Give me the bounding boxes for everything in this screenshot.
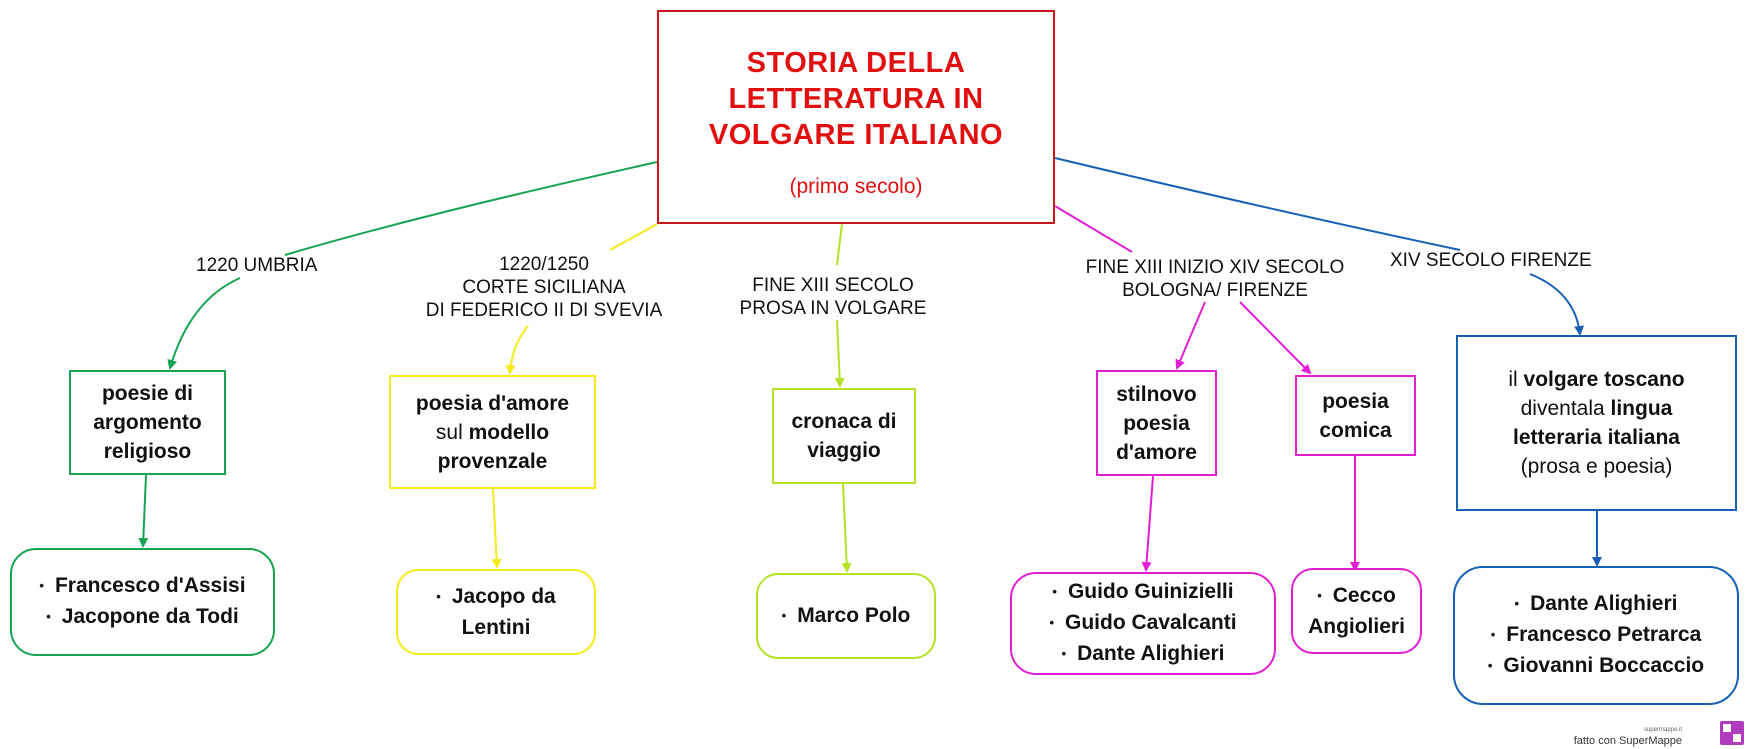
- node-cronaca: cronaca di viaggio: [772, 388, 916, 484]
- root-title-line: LETTERATURA IN: [728, 83, 984, 115]
- node-text-part: volgare toscano: [1523, 368, 1685, 391]
- node-text-line: letteraria italiana: [1513, 426, 1680, 449]
- root-title-line: VOLGARE ITALIANO: [708, 119, 1004, 151]
- link-label-text: BOLOGNA/ FIRENZE: [1122, 280, 1308, 301]
- link-cronaca-people: [841, 483, 852, 573]
- person-item: Lentini: [461, 616, 531, 639]
- person-item: Giovanni Boccaccio: [1488, 651, 1704, 682]
- link-root-firenze: [1054, 157, 1461, 251]
- node-stilnovo: stilnovo poesia d'amore: [1096, 370, 1217, 476]
- link-religiosa-people: [138, 474, 149, 548]
- root-node: STORIA DELLA LETTERATURA IN VOLGARE ITAL…: [657, 10, 1055, 224]
- link-firenze-toscano: [1529, 273, 1585, 336]
- node-text-line: argomento: [93, 411, 202, 434]
- link-prosa-cronaca: [834, 319, 845, 388]
- link-label-text: 1220/1250: [499, 254, 589, 275]
- footer-credit: supermappe.it fatto con SuperMappe: [1574, 725, 1682, 747]
- people-religiosa: Francesco d'Assisi Jacopone da Todi: [10, 548, 275, 656]
- link-umbria-religiosa: [167, 277, 241, 370]
- people-stilnovo: Guido Guinizielli Guido Cavalcanti Dante…: [1010, 572, 1276, 675]
- link-stilnovo-people: [1141, 475, 1154, 572]
- person-item: Dante Alighieri: [1049, 639, 1236, 670]
- people-comica: Cecco Angiolieri: [1291, 568, 1422, 654]
- node-text-line: poesie di: [101, 382, 193, 405]
- person-item: Cecco: [1308, 581, 1405, 612]
- node-text-line: d'amore: [1116, 440, 1197, 464]
- node-religiosa: poesie di argomento religioso: [69, 370, 226, 475]
- link-stilnovo-comica: [1239, 301, 1312, 375]
- person-item: Dante Alighieri: [1488, 589, 1704, 620]
- node-text-line: sul modello: [416, 418, 569, 447]
- node-text-part: sul: [435, 420, 469, 444]
- node-text-line: diventala lingua: [1508, 394, 1684, 423]
- people-amore: Jacopo da Lentini: [396, 569, 596, 655]
- link-label-text: FINE XIII SECOLO: [752, 275, 914, 296]
- link-root-umbria: [284, 161, 658, 256]
- node-text-line: comica: [1319, 418, 1392, 442]
- node-text-part: lingua: [1610, 397, 1673, 420]
- link-label-prosa: FINE XIII SECOLO PROSA IN VOLGARE: [730, 274, 936, 320]
- root-title-line: STORIA DELLA: [746, 47, 966, 79]
- link-label-text: PROSA IN VOLGARE: [739, 298, 927, 319]
- node-text-part: diventala: [1520, 397, 1611, 420]
- node-text-part: il: [1508, 368, 1524, 391]
- link-label-firenze: XIV SECOLO FIRENZE: [1390, 249, 1592, 272]
- person-item: Francesco Petrarca: [1488, 620, 1704, 651]
- link-sicilia-amore: [505, 325, 529, 375]
- person-item: Angiolieri: [1308, 615, 1405, 638]
- node-text-line: cronaca di: [791, 410, 897, 433]
- link-label-umbria: 1220 UMBRIA: [196, 254, 317, 277]
- node-toscano: il volgare toscano diventala lingua lett…: [1456, 335, 1737, 511]
- node-text-line: religioso: [103, 440, 192, 463]
- link-label-text: CORTE SICILIANA: [462, 277, 626, 298]
- link-amore-people: [491, 488, 502, 569]
- node-text-line: poesia: [1322, 389, 1389, 413]
- link-label-sicilia: 1220/1250 CORTE SICILIANA DI FEDERICO II…: [413, 253, 675, 322]
- link-root-stilnovo: [1054, 205, 1133, 253]
- link-label-text: 1220 UMBRIA: [196, 255, 318, 276]
- node-text-line: stilnovo: [1116, 382, 1197, 406]
- node-text-line: (prosa e poesia): [1520, 455, 1673, 478]
- person-item: Jacopo da: [436, 582, 556, 613]
- person-item: Marco Polo: [782, 601, 910, 632]
- node-text-line: provenzale: [437, 449, 548, 473]
- node-text-line: viaggio: [807, 439, 881, 462]
- people-toscano: Dante Alighieri Francesco Petrarca Giova…: [1453, 566, 1739, 705]
- supermappe-logo-icon: [1720, 721, 1744, 745]
- person-item: Guido Cavalcanti: [1049, 608, 1237, 639]
- node-text-line: poesia d'amore: [415, 391, 570, 415]
- person-item: Jacopone da Todi: [39, 602, 245, 633]
- person-item: Francesco d'Assisi: [39, 571, 246, 602]
- node-comica: poesia comica: [1295, 375, 1416, 456]
- person-item: Guido Guinizielli: [1049, 577, 1236, 608]
- link-label-text: XIV SECOLO FIRENZE: [1390, 250, 1592, 271]
- footer-site: supermappe.it: [1643, 727, 1682, 733]
- node-text-line: poesia: [1123, 411, 1190, 435]
- link-label-text: DI FEDERICO II DI SVEVIA: [425, 300, 663, 321]
- people-cronaca: Marco Polo: [756, 573, 936, 659]
- root-subtitle: (primo secolo): [789, 175, 923, 198]
- link-stilnovo-node: [1175, 301, 1206, 370]
- link-label-text: FINE XIII INIZIO XIV SECOLO: [1085, 257, 1345, 278]
- root-title: STORIA DELLA LETTERATURA IN VOLGARE ITAL…: [709, 45, 1003, 153]
- footer-text: fatto con SuperMappe: [1573, 735, 1682, 747]
- node-text-line: il volgare toscano: [1508, 365, 1684, 394]
- link-label-stilnovo: FINE XIII INIZIO XIV SECOLO BOLOGNA/ FIR…: [1068, 256, 1362, 302]
- node-amore: poesia d'amore sul modello provenzale: [389, 375, 596, 489]
- node-text-part: modello: [468, 420, 550, 444]
- link-root-prosa: [836, 223, 843, 266]
- link-root-sicilia: [609, 223, 658, 251]
